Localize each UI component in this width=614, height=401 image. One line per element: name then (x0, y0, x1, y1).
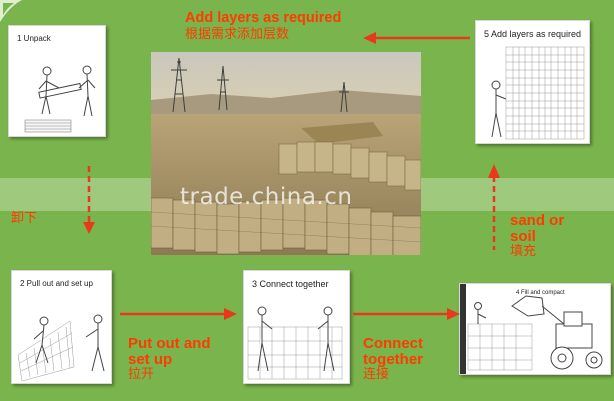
step-title-connect: 3 Connect together (252, 279, 329, 289)
step-title-fill: 4 Fill and compact (516, 290, 565, 296)
arrow-right-2 (353, 308, 461, 320)
step-title-unpack: 1 Unpack (17, 34, 51, 43)
label-sand: sand or soil 填充 (510, 213, 564, 258)
label-unload-cn: 卸下 (11, 212, 37, 226)
step-title-add-layers: 5 Add layers as required (484, 29, 581, 39)
label-connect-en-1: Connect (363, 336, 423, 352)
label-connect-en-2: together (363, 352, 423, 368)
leaf-icon (0, 0, 22, 22)
label-sand-cn: 填充 (510, 245, 564, 259)
label-put-out-en-2: set up (128, 352, 211, 368)
label-add-layers-en: Add layers as required (185, 11, 341, 26)
step-card-add-layers: 5 Add layers as required (475, 20, 590, 144)
fill-illustration (460, 284, 610, 374)
arrow-right-1 (120, 308, 238, 320)
label-put-out: Put out and set up 拉开 (128, 336, 211, 381)
step-card-unpack: 1 Unpack (8, 25, 106, 137)
arrow-down-left (82, 166, 96, 236)
label-connect-cn: 连接 (363, 368, 423, 382)
label-put-out-en-1: Put out and (128, 336, 211, 352)
step-card-connect: 3 Connect together (243, 270, 350, 384)
label-sand-en-1: sand or (510, 213, 564, 229)
label-add-layers: Add layers as required 根据需求添加层数 (185, 11, 341, 42)
step-card-pull-out: 2 Pull out and set up (11, 270, 112, 384)
label-unload-cn-text: 卸下 (11, 212, 37, 226)
barrier-photo-image (151, 52, 421, 255)
barrier-photo (151, 52, 421, 255)
label-sand-en-2: soil (510, 229, 564, 245)
label-put-out-cn: 拉开 (128, 368, 211, 382)
label-add-layers-cn: 根据需求添加层数 (185, 28, 341, 42)
watermark-text: trade.china.cn (180, 184, 352, 210)
add-layers-illustration (476, 21, 589, 143)
arrow-up-right (487, 162, 501, 250)
step-title-pull-out: 2 Pull out and set up (20, 279, 93, 288)
label-connect: Connect together 连接 (363, 336, 423, 381)
arrow-left-top (362, 32, 470, 44)
step-card-fill: 4 Fill and compact (459, 283, 611, 375)
